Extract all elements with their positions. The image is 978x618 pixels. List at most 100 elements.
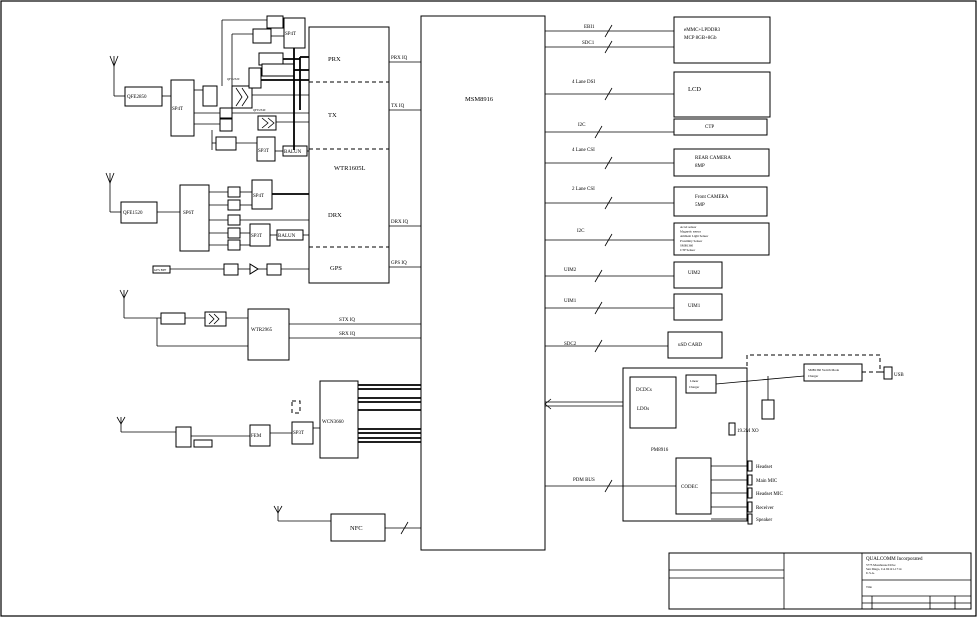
lcd-block (673, 71, 771, 118)
filter-4 (215, 136, 237, 151)
smb-label-2: Charger (808, 374, 819, 378)
smb-charger-block (803, 363, 863, 382)
filter-14 (227, 239, 241, 251)
memory-label-1: eMMC+LPDDR3 (684, 28, 721, 33)
msm-chip (420, 15, 546, 551)
memory-label-2: MCP 8GB+8Gb (684, 36, 717, 41)
title-block (668, 552, 972, 610)
tx-label: TX (328, 112, 337, 119)
primary-antenna-icon (109, 55, 119, 96)
audio-jack-icon (747, 460, 753, 472)
sp4t-upper-label: SP4T (285, 32, 296, 37)
uim1-label: UIM1 (688, 304, 701, 309)
filter-12 (227, 214, 241, 226)
wcn3660-label: WCN3660 (322, 420, 344, 425)
ldo-label: LDOs (637, 407, 649, 412)
prx-iq-label: PRX IQ (391, 56, 408, 61)
filter-8 (261, 63, 295, 77)
linear-charger-label-1: Linear (690, 379, 699, 383)
sp6t-label: SP6T (183, 211, 194, 216)
usb-label: USB (894, 373, 904, 378)
address-line-3: U.S.A. (866, 571, 875, 575)
qfe2850-label: QFE2850 (127, 95, 147, 100)
filter-7 (258, 52, 284, 66)
usb-connector-icon (883, 366, 893, 380)
uim1-signal-label: UIM1 (564, 299, 577, 304)
prx-label: PRX (328, 56, 341, 63)
front-camera-label-1: Front CAMERA (695, 195, 729, 200)
sp4t-main-label: SP4T (172, 107, 183, 112)
audio-label: Headset (756, 465, 773, 470)
transceiver-chip (308, 26, 390, 284)
dsi-label: 4 Lane DSI (572, 80, 595, 85)
uim2-block (673, 261, 723, 289)
linear-charger-block (685, 374, 717, 394)
filter-2 (219, 107, 233, 119)
xo-crystal-icon (728, 422, 736, 436)
pdm-bus-label: PDM BUS (573, 478, 595, 483)
stx-iq-label: STX IQ (339, 318, 355, 323)
filter-9 (248, 67, 262, 89)
filter-5 (266, 15, 284, 29)
xo-label: 19.2M XO (737, 429, 759, 434)
pmic-label: PM8916 (651, 448, 669, 453)
uim2-label: UIM2 (688, 271, 701, 276)
usd-label: uSD CARD (678, 343, 702, 348)
qfe2850-block (124, 86, 163, 107)
sp4t-drx-label: SP4T (253, 194, 264, 199)
filter-1 (202, 85, 218, 107)
wtr-pa (204, 311, 227, 327)
sp3t-c-label: SP3T (293, 431, 304, 436)
audio-label: Receiver (756, 506, 774, 511)
ctp-block (673, 118, 768, 136)
sp6t-block (179, 184, 210, 252)
ctp-label: CTP (705, 125, 714, 130)
sp3t-c (291, 421, 314, 445)
sensor-item: Magnetic sensor (680, 230, 702, 234)
audio-jack-icon (747, 474, 753, 486)
uim1-block (673, 293, 723, 321)
transceiver-label: WTR1605L (334, 165, 365, 172)
title-label: Title (866, 585, 872, 589)
sensor-item: Accel sensor (680, 225, 697, 229)
sensor-item: CTP Sensor (680, 248, 696, 252)
qfe1520-block (120, 201, 158, 224)
csi-b-label: 2 Lane CSI (572, 187, 595, 192)
tx-iq-label: TX IQ (391, 104, 405, 109)
dcdc-label: DCDCs (636, 388, 652, 393)
audio-label: Main MIC (756, 479, 778, 484)
balun-b-label: BALUN (278, 234, 296, 239)
linear-charger-label-2: Charger (689, 385, 700, 389)
sp3t-a-label: SP3T (258, 149, 269, 154)
gps-filter (266, 263, 282, 276)
fem-block (249, 424, 271, 447)
fem-label: FEM (251, 434, 262, 439)
wtr-antenna-icon (119, 289, 129, 318)
gps-iq-label: GPS IQ (391, 261, 407, 266)
wcn-optional-part (291, 400, 301, 414)
gps-label: GPS (330, 265, 342, 272)
front-camera-block (673, 186, 768, 217)
wtr-front-filter (160, 312, 186, 325)
sensor-item: Proximity Sensor (680, 239, 703, 243)
rear-camera-label-2: 8MP (695, 164, 705, 169)
uim2-signal-label: UIM2 (564, 268, 577, 273)
audio-jack-icon (747, 513, 753, 525)
codec-block (675, 457, 712, 515)
front-camera-label-2: 5MP (695, 203, 705, 208)
sensor-item: Ambient Light Sensor (680, 234, 709, 238)
power-block (629, 376, 677, 429)
csi-a-label: 4 Lane CSI (572, 148, 595, 153)
address-line-1: 5775 Morehouse Drive (866, 563, 896, 567)
sp3t-b-label: SP3T (251, 234, 262, 239)
wcn-antenna-icon (116, 416, 126, 432)
pa-block-2 (257, 115, 277, 131)
company-label: QUALCOMM Incorporated (866, 557, 923, 562)
msm-label: MSM8916 (465, 96, 494, 103)
i2c-a-label: I2C (578, 123, 586, 128)
qfe1520-label: QFE1520 (123, 211, 143, 216)
qfe-small-b-label: QFE2340 (253, 108, 266, 112)
wcn-small-filter (193, 439, 213, 448)
